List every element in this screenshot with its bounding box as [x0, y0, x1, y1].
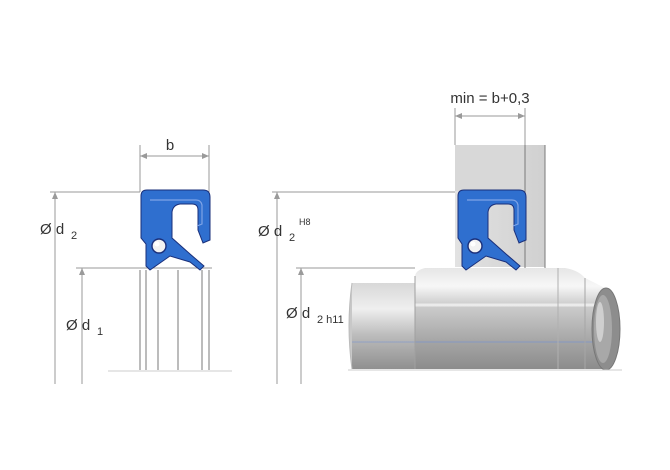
d1-label-left: Ø d [66, 317, 90, 334]
spring-icon [467, 238, 483, 254]
d2-H8-label-sub: 2 [289, 232, 295, 244]
left-seal-view: b Ø d 2 Ø d 1 [40, 137, 232, 384]
spring-icon [151, 238, 167, 254]
right-installation-view: min = b+0,3 Ø d 2 H8 Ø d 2 h11 [258, 90, 622, 384]
shaft-left-step [352, 283, 420, 369]
min-width-label: min = b+0,3 [450, 90, 529, 107]
d2-label-left-sub: 2 [71, 230, 77, 242]
d2-label-left: Ø d [40, 221, 64, 238]
d2-h11-label: Ø d [286, 305, 310, 322]
d2-h11-label-sub: 2 h11 [317, 314, 344, 326]
b-label: b [166, 137, 174, 154]
d2-H8-label: Ø d [258, 223, 282, 240]
d1-label-left-sub: 1 [97, 326, 103, 338]
seal-profile-left [140, 189, 211, 271]
d2-H8-label-sup: H8 [299, 217, 311, 227]
shaft [415, 268, 605, 369]
